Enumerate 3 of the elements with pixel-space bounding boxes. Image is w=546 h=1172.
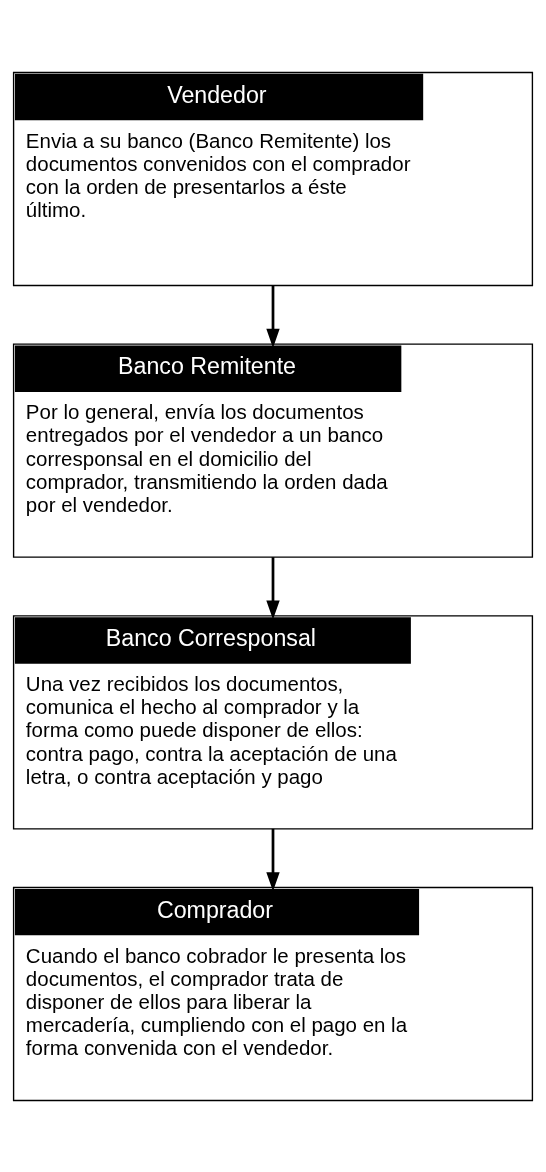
arrow	[266, 556, 280, 620]
arrow	[266, 828, 280, 891]
arrow	[266, 284, 280, 348]
